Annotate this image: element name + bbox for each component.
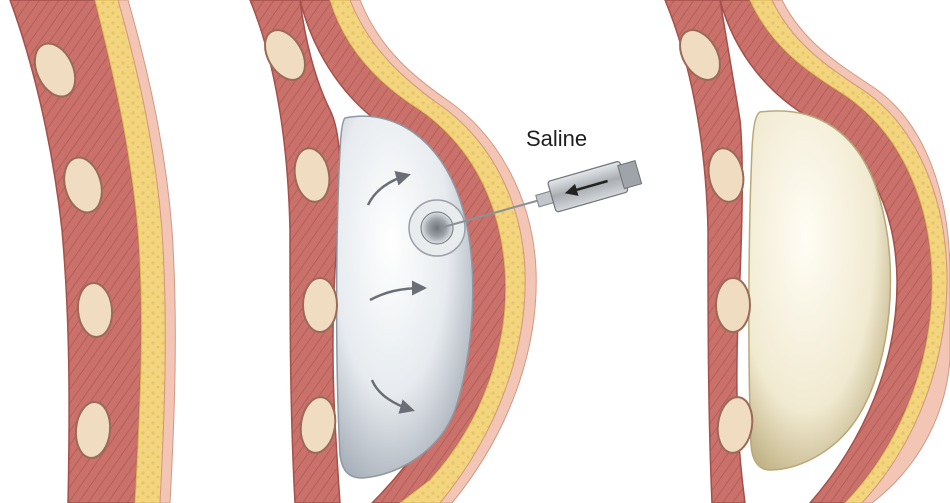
rib (303, 278, 337, 332)
fill-valve (409, 200, 465, 256)
panel-after (665, 0, 950, 503)
panel-before (10, 0, 175, 503)
rib (716, 278, 750, 332)
panel-during: Saline (250, 0, 643, 503)
saline-label: Saline (526, 126, 587, 151)
